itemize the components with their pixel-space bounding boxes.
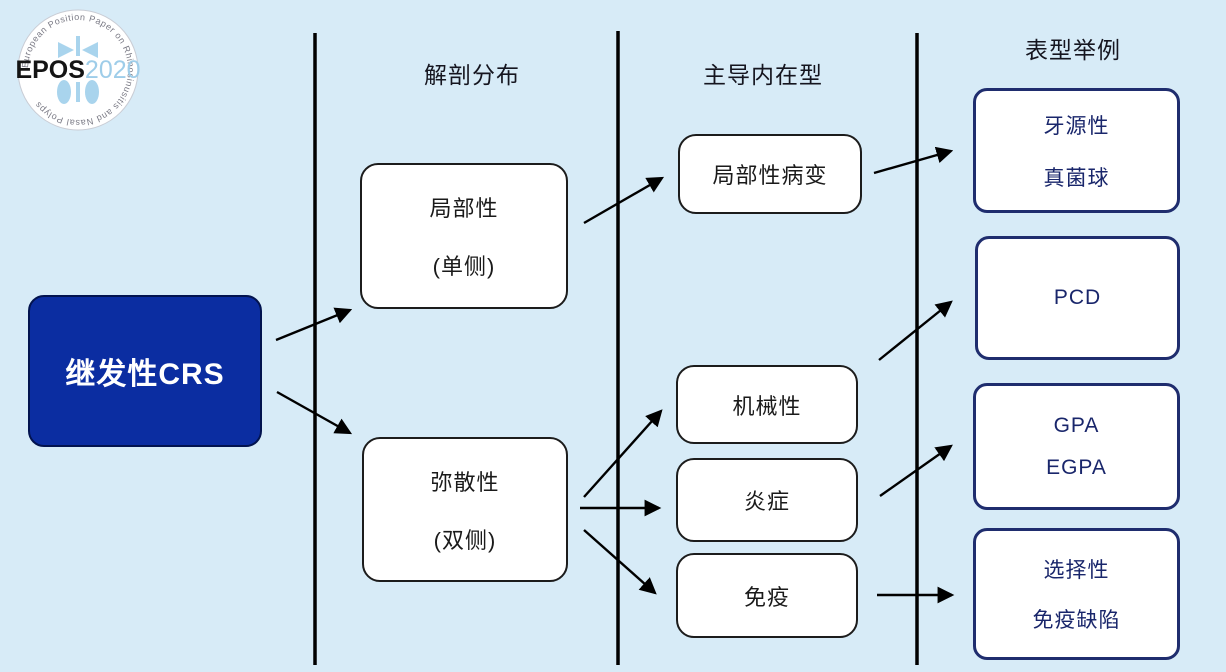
arrow-lesion-to-odontogenic [873, 146, 954, 175]
column-header-anatomic-distribution: 解剖分布 [424, 62, 520, 88]
node-local-lesion: 局部性病变 [678, 134, 862, 214]
node-selective-line2: 免疫缺陷 [1032, 609, 1121, 632]
arrow-root-to-diffuse [276, 390, 353, 435]
node-pcd-label: PCD [1053, 286, 1102, 309]
arrow-root-to-localized [275, 307, 353, 342]
node-localized-line1: 局部性 [429, 196, 499, 221]
node-gpa-line1: GPA [1053, 413, 1100, 437]
arrow-diffuse-to-mechanical [583, 409, 663, 498]
node-diffuse: 弥散性 (双侧) [362, 437, 568, 582]
arrow-localized-to-lesion [583, 176, 665, 225]
node-immunity: 免疫 [676, 553, 858, 638]
logo-circle [17, 9, 139, 131]
node-mechanical-label: 机械性 [732, 393, 802, 419]
node-odontogenic-fungal-ball: 牙源性 真菌球 [973, 88, 1180, 213]
arrow-inflammatory-to-gpa [879, 444, 953, 497]
node-selective-line1: 选择性 [1043, 559, 1110, 582]
node-mechanical: 机械性 [676, 365, 858, 444]
node-localized-line2: (单侧) [432, 254, 496, 279]
arrow-mechanical-to-pcd [878, 300, 953, 361]
arrow-diffuse-to-immunity [583, 529, 657, 595]
column-header-dominant-endotype: 主导内在型 [703, 62, 823, 88]
node-inflammatory-label: 炎症 [743, 489, 790, 514]
node-gpa-egpa: GPA EGPA [973, 383, 1180, 510]
logo-sinus-shapes [57, 36, 99, 104]
node-odontogenic-line2: 真菌球 [1043, 166, 1110, 190]
node-odontogenic-line1: 牙源性 [1043, 114, 1110, 138]
node-diffuse-line2: (双侧) [433, 527, 497, 553]
node-localized: 局部性 (单侧) [360, 163, 568, 309]
node-immunity-label: 免疫 [743, 584, 790, 610]
logo-wordmark: EPOS2020 [15, 56, 140, 84]
node-gpa-line2: EGPA [1046, 455, 1107, 479]
node-pcd: PCD [975, 236, 1180, 360]
node-secondary-crs: 继发性CRS [28, 295, 262, 447]
epos2020-logo: European Position Paper on Rhinosinusiti… [14, 6, 142, 134]
node-local-lesion-label: 局部性病变 [712, 163, 828, 188]
node-secondary-crs-label: 继发性CRS [65, 358, 225, 391]
node-selective-immunodeficiency: 选择性 免疫缺陷 [973, 528, 1180, 660]
node-inflammatory: 炎症 [676, 458, 858, 542]
node-diffuse-line1: 弥散性 [430, 469, 500, 495]
column-header-phenotype-examples: 表型举例 [1025, 37, 1121, 63]
